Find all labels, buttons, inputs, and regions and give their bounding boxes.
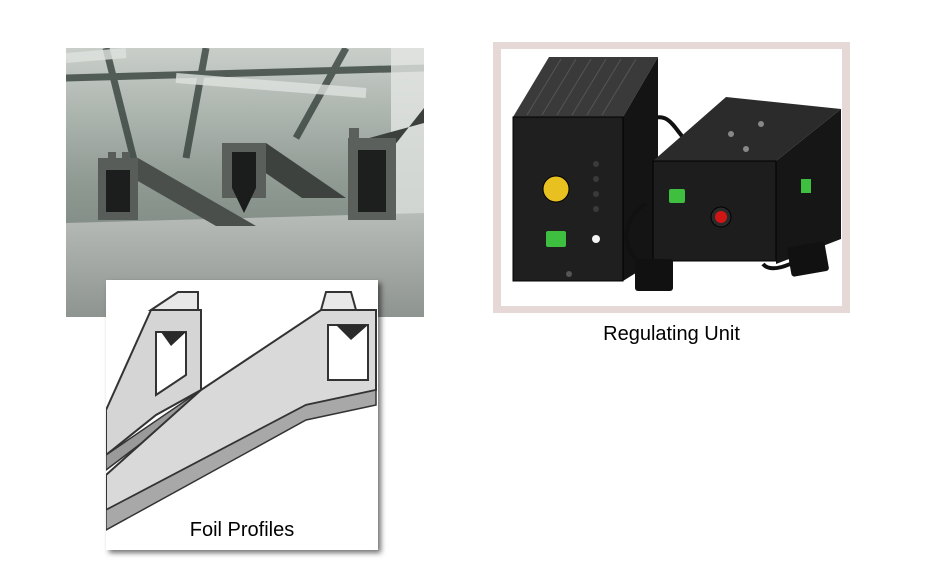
regulating-unit-frame (493, 42, 850, 313)
foil-profiles-caption: Foil Profiles (189, 519, 295, 541)
foil-profiles-drawing: Foil Profiles (106, 280, 378, 550)
regulating-unit-photo (501, 49, 842, 306)
foil-profiles-photo (66, 48, 424, 317)
regulating-unit-caption: Regulating Unit (603, 323, 740, 345)
